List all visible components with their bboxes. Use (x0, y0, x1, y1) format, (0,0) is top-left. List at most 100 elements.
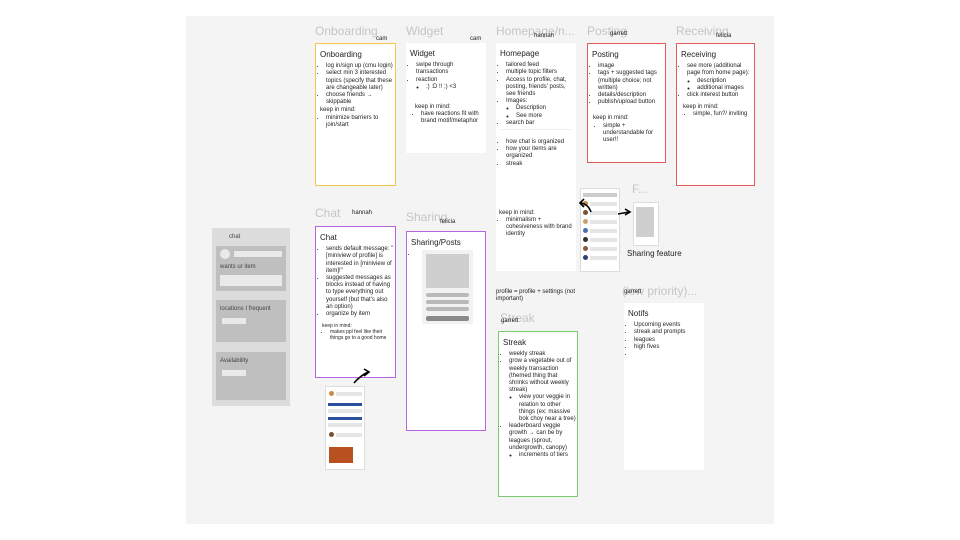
streak-card[interactable]: Streak weekly streak grow a vegetable ou… (498, 331, 578, 497)
sharing-feature-phone[interactable] (633, 202, 659, 246)
image-placeholder (329, 447, 353, 463)
list-item: streak (506, 161, 576, 168)
list-item: choose friends → skippable (326, 92, 395, 106)
arrow-icon (363, 368, 371, 377)
posting-card[interactable]: Posting image tags + suggested tags (mul… (587, 43, 666, 163)
form-field (426, 307, 469, 311)
arrow-icon (580, 202, 592, 213)
avatar (329, 391, 334, 396)
chat-phone-screenshot[interactable] (325, 386, 365, 470)
list-item: tailored feed (506, 62, 576, 69)
list-item: how your items are organized (506, 146, 576, 160)
phone-row (590, 238, 617, 242)
list-item: See more (516, 113, 576, 120)
homepage-phone-screenshot[interactable] (580, 188, 620, 272)
arrow-icon (617, 211, 630, 215)
list-item: click interest button (687, 92, 754, 99)
phone-row (336, 392, 362, 396)
keep-in-mind-label: keep in mind: (593, 115, 629, 122)
phone-row (328, 409, 362, 413)
card-heading: Widget (410, 49, 435, 58)
keep-in-mind-label: keep in mind: (683, 104, 719, 111)
wireframe-field (222, 370, 246, 376)
notifs-section-title[interactable]: (low priority)... (622, 284, 698, 298)
form-field (426, 300, 469, 304)
onboarding-card[interactable]: Onboarding log in/sign up (cmu login) se… (315, 43, 396, 186)
list-item: sends default message: "[miniview of pro… (326, 246, 395, 275)
card-heading: Sharing/Posts (411, 238, 461, 247)
phone-row (590, 256, 617, 260)
wireframe-label: Availability (220, 358, 249, 364)
wireframe-section: wants ur item (216, 246, 286, 291)
chat-section-title[interactable]: Chat (315, 206, 341, 220)
receiving-assignee-tag: felicia (716, 33, 732, 39)
list-item: high fives (634, 344, 704, 351)
list-item: leaderboard veggie growth → can be by le… (509, 423, 577, 452)
wireframe-section: Availability (216, 352, 286, 400)
widget-card[interactable]: Widget swipe through transactions reacti… (406, 43, 486, 153)
list-item: streak and prompts (634, 329, 704, 336)
receiving-card[interactable]: Receiving see more (additional page from… (676, 43, 755, 186)
list-item: makes ppl feel like their things go to a… (330, 329, 395, 341)
phone-header (583, 193, 617, 197)
list-item: simple, fun?/ inviting (693, 111, 754, 118)
list-item: swipe through transactions (416, 62, 486, 76)
form-field (426, 293, 469, 297)
list-item: see more (additional page from home page… (687, 63, 754, 77)
sharing-section-title[interactable]: Sharing (406, 210, 448, 224)
image-placeholder (636, 207, 654, 237)
onboarding-section-title[interactable]: Onboarding (315, 24, 378, 38)
phone-row (590, 202, 617, 206)
phone-banner (328, 403, 362, 406)
list-item: Images: (506, 98, 576, 105)
chat-card[interactable]: Chat sends default message: "[miniview o… (315, 226, 396, 378)
card-heading: Notifs (628, 309, 649, 318)
list-item: Description (516, 105, 576, 112)
card-heading: Onboarding (320, 50, 362, 59)
notifs-card[interactable]: Notifs Upcoming events streak and prompt… (624, 303, 704, 470)
homepage-assignee-tag: hannah (534, 33, 555, 39)
sharing-card[interactable]: Sharing/Posts (406, 231, 486, 431)
arrow-icon (578, 198, 585, 208)
keep-in-mind-label: keep in mind: (415, 104, 451, 111)
card-heading: Streak (503, 338, 527, 347)
avatar (583, 255, 588, 260)
list-item: simple + understandable for user!! (603, 123, 665, 145)
arrow-icon (624, 208, 632, 216)
receiving-section-title[interactable]: Receiving (676, 24, 729, 38)
phone-row (590, 229, 617, 233)
homepage-card[interactable]: Homepage tailored feed multiple topic fi… (496, 43, 576, 271)
widget-section-title[interactable]: Widget (406, 24, 444, 38)
f-section-title[interactable]: F... (632, 182, 649, 196)
list-item: Upcoming events (634, 322, 704, 329)
list-item: log in/sign up (cmu login) (326, 63, 395, 70)
posting-section-title[interactable]: Posting (587, 24, 628, 38)
onboarding-assignee-tag: cam (376, 36, 388, 42)
profile-note[interactable]: profile = profile + settings (not import… (496, 289, 576, 303)
avatar (583, 237, 588, 242)
list-item: reaction (416, 77, 486, 84)
streak-section-title[interactable]: Streak (500, 311, 535, 325)
list-item: image (598, 63, 665, 70)
phone-row (336, 433, 362, 437)
list-item: have reactions fit with brand motif/meta… (421, 111, 486, 125)
list-item: weekly streak (509, 351, 577, 358)
list-item: additional images (697, 85, 754, 92)
keep-in-mind-label: keep in mind: (322, 323, 352, 330)
homepage-section-title[interactable]: Homepage/n... (496, 24, 575, 38)
list-item: tags + suggested tags (multiple choice; … (598, 70, 665, 92)
chat-wireframe[interactable]: chat wants ur item locations I frequent … (212, 228, 290, 406)
list-item: publish/upload button (598, 99, 665, 106)
list-item: grow a vegetable out of weekly transacti… (509, 358, 577, 394)
keep-in-mind-label: keep in mind: (320, 107, 356, 114)
list-item: leagues (634, 337, 704, 344)
posting-assignee-tag: garrett (610, 31, 628, 37)
list-item: select min 3 interested topics (specify … (326, 70, 395, 92)
notifs-assignee-tag: garrett (624, 289, 642, 295)
avatar (329, 432, 334, 437)
list-item: search bar (506, 120, 576, 127)
phone-row (590, 211, 617, 215)
card-heading: Receiving (681, 50, 717, 59)
streak-assignee-tag: garrett (501, 318, 519, 324)
